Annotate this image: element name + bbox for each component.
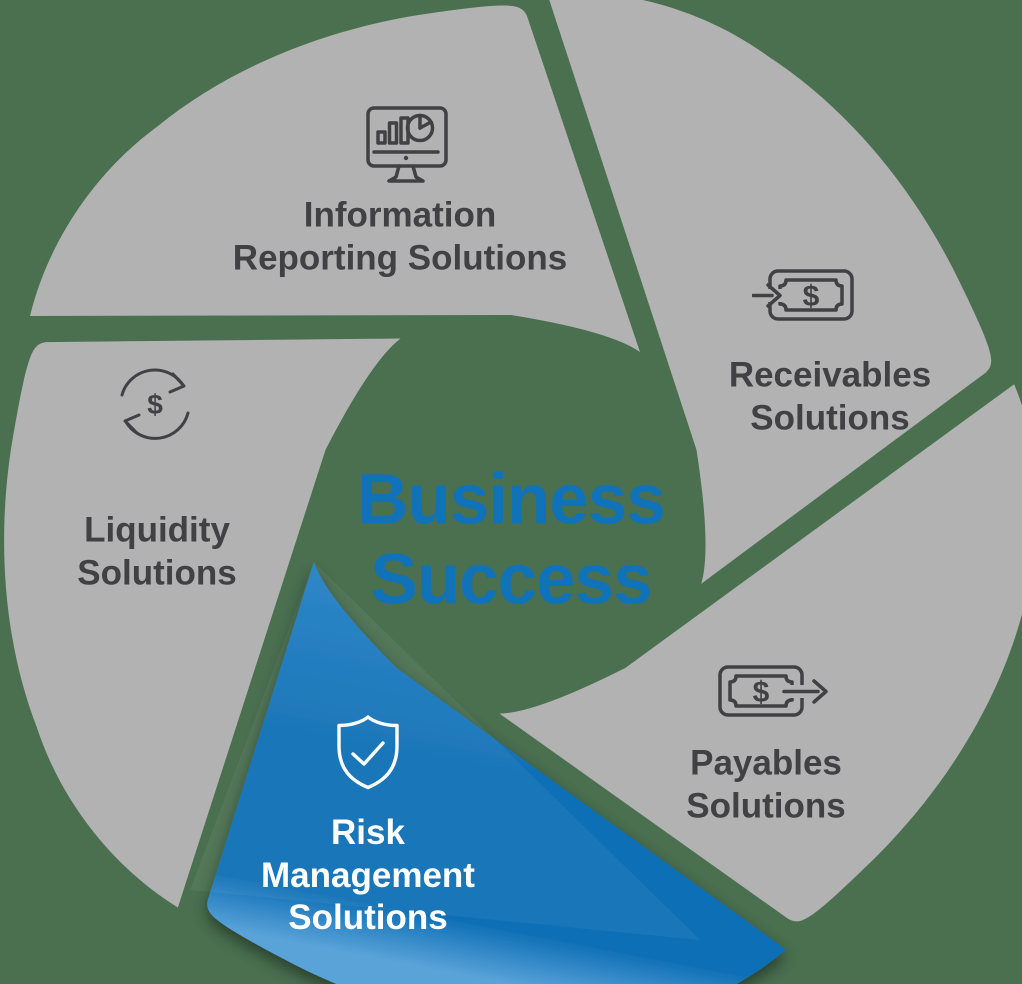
check-outgoing-icon: $ xyxy=(718,664,830,722)
money-cycle-icon: $ xyxy=(113,362,197,446)
monitor-analytics-icon xyxy=(364,104,452,188)
segment-label-risk-management: Risk Management Solutions xyxy=(261,812,475,938)
dollar-glyph: $ xyxy=(753,676,770,709)
center-title: Business Success xyxy=(357,460,666,619)
check-incoming-icon: $ xyxy=(752,268,856,326)
segment-label-liquidity: Liquidity Solutions xyxy=(77,510,237,592)
segment-label-receivables: Receivables Solutions xyxy=(728,355,932,437)
blade-risk-highlight-facet xyxy=(190,562,700,940)
dollar-glyph: $ xyxy=(803,280,820,313)
blade-information-reporting xyxy=(30,5,640,352)
dollar-glyph: $ xyxy=(147,389,163,420)
shield-check-icon xyxy=(333,713,403,791)
segment-label-information-reporting: Information Reporting Solutions xyxy=(232,195,568,277)
segment-label-payables: Payables Solutions xyxy=(686,743,846,825)
